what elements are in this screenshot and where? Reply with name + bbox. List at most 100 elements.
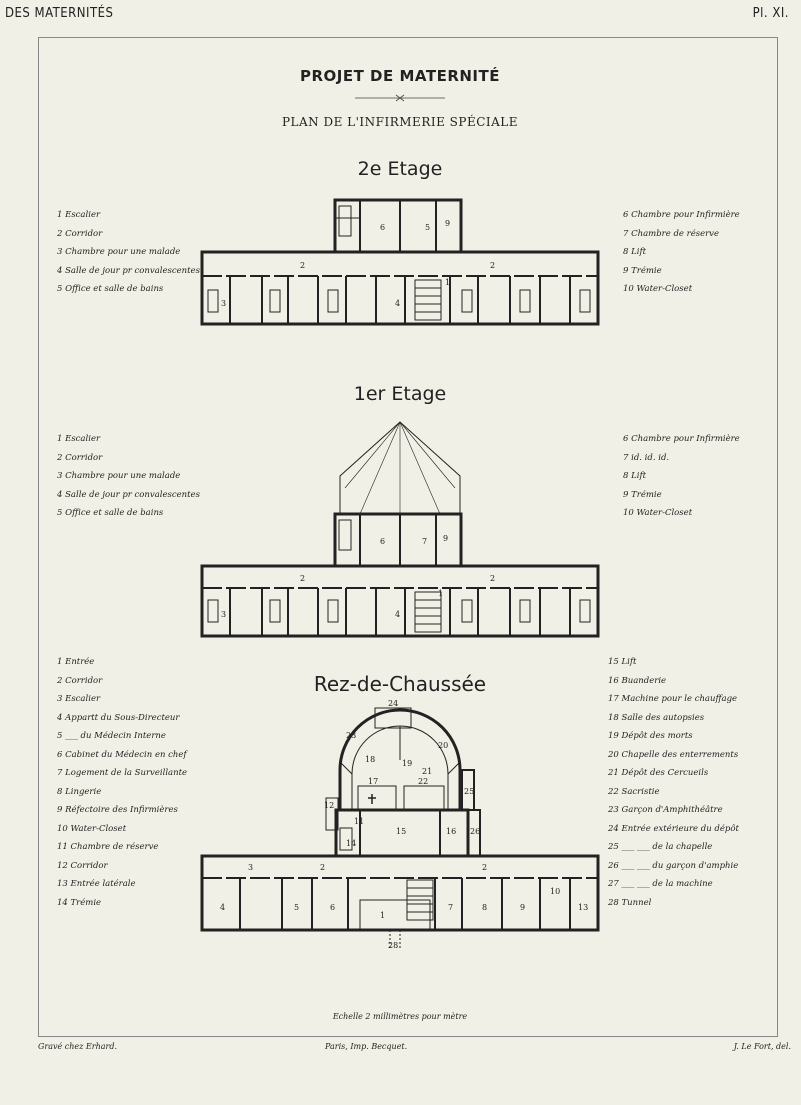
legend-item: 20 Chapelle des enterrements (608, 749, 739, 760)
legend-item: 15 Lift (608, 657, 637, 667)
legend-item: 4 Salle de jour pr convalescentes (57, 265, 200, 276)
plan-label: 9 (520, 903, 525, 912)
floor-title-ground: Rez-de-Chaussée (313, 672, 487, 696)
plan-label: 13 (578, 903, 588, 912)
legend-item: 2 Corridor (57, 452, 103, 463)
plan-label: 22 (418, 777, 428, 786)
legend-first-left: 1 Escalier 2 Corridor 3 Chambre pour une… (57, 430, 200, 523)
plan-label: 6 (380, 537, 385, 546)
legend-item: 13 Entrée latérale (57, 879, 136, 889)
legend-ground-left: 1 Entrée 2 Corridor 3 Escalier 4 Appartt… (57, 653, 187, 912)
plan-label: 20 (438, 741, 448, 750)
plan-label: 11 (354, 817, 364, 826)
legend-second-right: 6 Chambre pour Infirmière 7 Chambre de r… (623, 206, 740, 299)
legend-item: 6 Chambre pour Infirmière (623, 434, 740, 444)
legend-item: 5 ___ du Médecin Interne (57, 731, 166, 741)
legend-item: 28 Tunnel (608, 897, 652, 908)
plan-label: 1 (380, 911, 385, 920)
legend-item: 22 Sacristie (608, 786, 660, 797)
plan-label: 26 (470, 827, 480, 836)
legend-item: 10 Water-Closet (623, 508, 693, 518)
plan-label: 7 (448, 903, 453, 912)
legend-item: 21 Dépôt des Cercueils (608, 768, 709, 778)
plan-label: 9 (443, 534, 448, 543)
plan-label: 9 (445, 219, 450, 228)
title-ornament (355, 94, 445, 102)
legend-item: 8 Lift (623, 471, 647, 481)
legend-item: 7 id. id. id. (623, 452, 670, 463)
plan-label: 19 (402, 759, 412, 768)
plan-label: 12 (324, 801, 334, 810)
legend-item: 17 Machine pour le chauffage (608, 694, 738, 704)
running-header-left: DES MATERNITÉS (5, 6, 114, 21)
page-title: PROJET DE MATERNITÉ (299, 67, 500, 85)
plan-label: 16 (446, 827, 456, 836)
plate-frame (38, 37, 778, 1037)
plan-label: 17 (368, 777, 378, 786)
plan-label: 5 (294, 903, 299, 912)
plan-label: 3 (221, 610, 226, 619)
legend-second-left: 1 Escalier 2 Corridor 3 Chambre pour une… (57, 206, 200, 299)
plan-label: 25 (464, 787, 474, 796)
legend-item: 1 Entrée (57, 657, 95, 667)
plan-label: 6 (380, 223, 385, 232)
legend-item: 10 Water-Closet (623, 284, 693, 294)
plan-label: 14 (346, 839, 356, 848)
footer-engraver: Gravé chez Erhard. (38, 1042, 117, 1051)
plan-label: 3 (221, 299, 226, 308)
legend-ground-right: 15 Lift 16 Buanderie 17 Machine pour le … (608, 653, 739, 912)
plan-label: 5 (425, 223, 430, 232)
plan-label: 3 (248, 863, 253, 872)
plan-ground-floor: 2 4 23 20 1 8 19 21 17 22 25 12 11 15 16 2… (200, 700, 600, 950)
legend-item: 27 ___ ___ de la machine (608, 879, 713, 889)
plan-label: 6 (330, 903, 335, 912)
floor-title-second: 2e Etage (357, 158, 443, 180)
legend-item: 9 Trémie (623, 489, 662, 500)
plan-label: 23 (346, 731, 356, 740)
legend-item: 11 Chambre de réserve (57, 842, 159, 852)
plan-label: 2 (490, 574, 495, 583)
legend-item: 9 Trémie (623, 265, 662, 276)
legend-item: 16 Buanderie (608, 675, 667, 686)
legend-item: 25 ___ ___ de la chapelle (608, 842, 713, 852)
plan-second-floor: 6 5 9 2 2 1 3 4 (200, 198, 600, 326)
legend-item: 7 Logement de la Surveillante (57, 768, 188, 778)
plan-first-floor: 6 7 9 2 2 1 3 4 (200, 421, 600, 638)
legend-item: 7 Chambre de réserve (623, 228, 720, 239)
legend-item: 3 Chambre pour une malade (57, 247, 181, 257)
legend-item: 6 Cabinet du Médecin en chef (57, 749, 187, 760)
plate-number: Pl. XI. (752, 6, 789, 21)
legend-item: 5 Office et salle de bains (57, 284, 164, 294)
legend-item: 6 Chambre pour Infirmière (623, 210, 740, 220)
plan-label: 2 (482, 863, 487, 872)
plan-label: 2 (490, 261, 495, 270)
legend-item: 24 Entrée extérieure du dépôt (608, 823, 739, 834)
plan-label: 15 (396, 827, 406, 836)
legend-item: 4 Salle de jour pr convalescentes (57, 489, 200, 500)
legend-item: 4 Appartt du Sous-Directeur (57, 712, 180, 723)
legend-item: 10 Water-Closet (57, 823, 127, 834)
plan-label: 1 (445, 278, 450, 287)
legend-first-right: 6 Chambre pour Infirmière 7 id. id. id. … (623, 430, 740, 523)
legend-item: 19 Dépôt des morts (608, 731, 693, 741)
scale-note: Echelle 2 millimètres pour mètre (332, 1012, 468, 1021)
legend-item: 12 Corridor (57, 860, 108, 871)
legend-item: 14 Trémie (57, 897, 102, 908)
plan-label: 28 (388, 941, 398, 950)
legend-item: 8 Lingerie (57, 786, 102, 797)
plan-label: 2 (300, 574, 305, 583)
legend-item: 2 Corridor (57, 228, 103, 239)
legend-item: 3 Escalier (57, 694, 101, 704)
legend-item: 2 Corridor (57, 675, 103, 686)
page-subtitle: PLAN DE L'INFIRMERIE SPÉCIALE (281, 115, 519, 129)
legend-item: 8 Lift (623, 247, 647, 257)
legend-item: 18 Salle des autopsies (608, 712, 705, 723)
legend-item: 1 Escalier (57, 210, 101, 220)
plan-label: 8 (482, 903, 487, 912)
plan-label: 21 (422, 767, 432, 776)
plan-label: 7 (422, 537, 427, 546)
plan-label: 4 (395, 299, 400, 308)
legend-item: 3 Chambre pour une malade (57, 471, 181, 481)
plan-label: 4 (220, 903, 225, 912)
footer-printer: Paris, Imp. Becquet. (325, 1042, 408, 1051)
